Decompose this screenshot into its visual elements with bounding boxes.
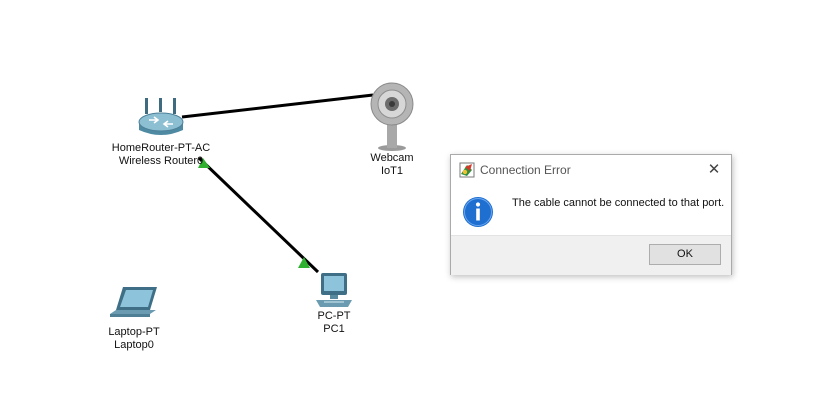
device-model-label: Webcam [370,152,414,164]
device-model-label: HomeRouter-PT-AC [111,142,211,154]
dialog-message: The cable cannot be connected to that po… [512,197,725,209]
link-status-indicator [198,158,210,168]
close-icon: ✕ [707,161,721,178]
ok-button[interactable]: OK [649,244,721,265]
info-icon [463,197,493,227]
link-status-indicator [298,257,310,268]
device-name-label: PC1 [323,323,345,335]
device-name-label: Wireless Router0 [118,155,204,167]
dialog-title: Connection Error [480,163,571,177]
device-laptop[interactable]: Laptop-PT Laptop0 [100,286,168,352]
device-pc[interactable]: PC-PT PC1 [302,272,366,336]
link-router-webcam[interactable] [181,93,374,119]
device-model-label: Laptop-PT [108,326,160,338]
dialog-footer: OK [451,235,731,275]
webcam-icon [370,82,414,151]
router-icon [138,98,184,135]
device-webcam[interactable]: Webcam IoT1 [361,80,423,178]
dialog-titlebar[interactable]: Connection Error ✕ [451,155,731,185]
pc-icon [316,273,352,307]
device-model-label: PC-PT [317,310,351,322]
device-name-label: Laptop0 [114,339,154,351]
close-button[interactable]: ✕ [703,159,725,181]
device-name-label: IoT1 [380,165,403,177]
laptop-icon [110,287,157,317]
packet-tracer-icon [459,162,475,178]
link-router-pc[interactable] [197,156,320,274]
device-router[interactable]: HomeRouter-PT-AC Wireless Router0 [107,96,215,168]
connection-error-dialog: Connection Error ✕ The cable cannot be c… [450,154,732,275]
